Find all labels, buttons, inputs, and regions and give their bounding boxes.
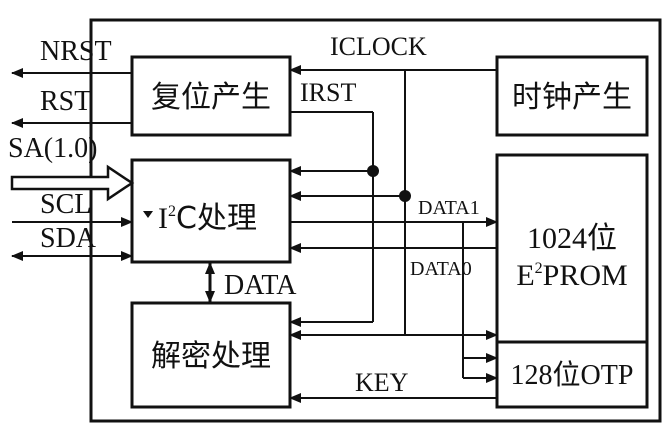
reset-block: 复位产生 [130,55,292,137]
data-label: DATA [224,270,297,301]
sa-bus-arrow-icon [10,164,135,202]
eeprom-block-line2: E2PROM [516,259,627,292]
eeprom-block: 1024位 E2PROM [495,153,649,344]
otp-block: 128位OTP [495,340,649,409]
chip-boundary [89,18,662,423]
sda-label: SDA [40,223,97,254]
i2c-marker-icon [143,211,153,218]
key-label: KEY [355,368,409,397]
decrypt-block-label: 解密处理 [151,339,271,374]
scl-label: SCL [40,189,91,220]
decrypt-block: 解密处理 [130,301,292,409]
rst-label: RST [40,86,91,117]
reset-block-label: 复位产生 [151,80,271,115]
nrst-label: NRST [40,36,112,67]
sa-label: SA(1.0) [8,133,97,164]
irst-label: IRST [300,78,356,107]
i2c-block-label: I2C处理 [158,201,257,236]
eeprom-block-line1: 1024位 [527,222,617,255]
data0-label: DATA0 [410,258,472,280]
clock-block: 时钟产生 [495,55,649,137]
data1-label: DATA1 [418,197,480,219]
clock-block-label: 时钟产生 [512,80,632,115]
otp-block-label: 128位OTP [511,359,634,391]
i2c-block: I2C处理 [130,158,292,264]
iclock-label: ICLOCK [330,32,427,61]
